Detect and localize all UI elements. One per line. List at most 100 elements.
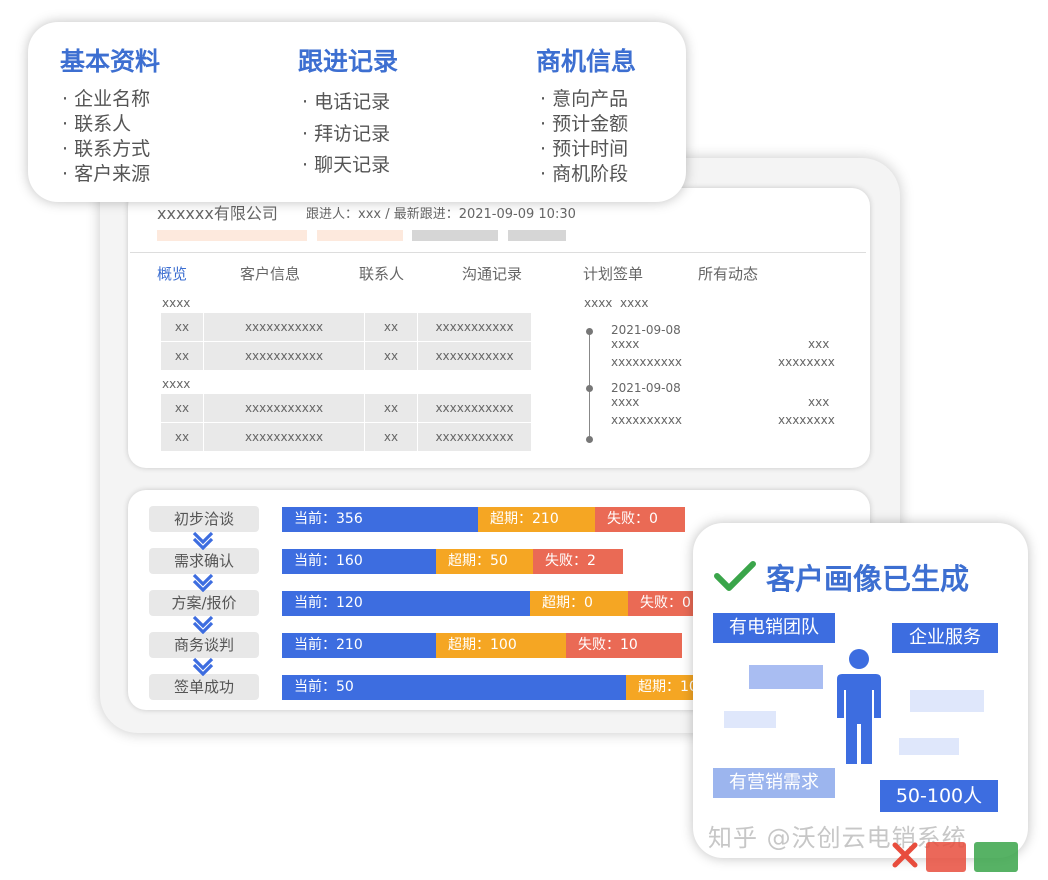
table-cell: xxxxxxxxxxx [417,422,532,452]
info-item-label: 电话记录 [314,91,391,113]
persona-tag-company-size: 50-100人 [880,780,998,812]
info-item-label: 聊天记录 [314,154,391,176]
table-cell: xxxxxxxxxxx [203,422,365,452]
bar-current: 当前：160 [282,549,436,574]
bar-failed: 失败：2 [533,549,623,574]
bar-failed: 失败：0 [595,507,685,532]
table-cell: xxxxxxxxxxx [417,393,532,423]
bar-overdue: 超期：10 [626,675,696,700]
info-heading-followup: 跟进记录 [298,47,399,76]
info-item: · 客户来源 [62,163,151,185]
tab-contacts[interactable]: 联系人 [359,265,405,283]
chevron-down-icon [192,573,214,592]
tab-overview[interactable]: 概览 [157,265,188,283]
stage-label-requirement: 需求确认 [149,548,259,574]
tag-placeholder [508,230,566,241]
placeholder-block [749,665,823,689]
info-item: · 联系方式 [62,138,151,160]
tab-sign-plan[interactable]: 计划签单 [583,265,644,283]
timeline-date: 2021-09-08 [611,381,681,395]
timeline-text: xxxxxxxx [778,413,835,427]
info-item-label: 预计时间 [552,138,629,160]
stage-label-signed: 签单成功 [149,674,259,700]
bar-current: 当前：120 [282,591,530,616]
info-item-label: 客户来源 [74,163,151,185]
tab-communication[interactable]: 沟通记录 [462,265,523,283]
info-item-label: 联系人 [74,113,132,135]
table-cell: xxxxxxxxxxx [417,341,532,371]
table-row: xx xxxxxxxxxxx xx xxxxxxxxxxx [160,341,532,371]
info-item: · 聊天记录 [302,154,391,176]
info-item-label: 意向产品 [552,88,629,110]
stage-label-initial: 初步洽谈 [149,506,259,532]
timeline-text: xxx [808,395,830,409]
table-cell: xxxxxxxxxxx [203,341,365,371]
bar-overdue: 超期：0 [530,591,628,616]
info-heading-opportunity: 商机信息 [536,47,637,76]
table-cell: xx [364,312,418,342]
chevron-down-icon [192,615,214,634]
logo-mark [892,842,918,868]
info-categories-card [28,22,686,202]
bar-overdue: 超期：210 [478,507,595,532]
section-label: xxxx [162,377,191,391]
table-row: xx xxxxxxxxxxx xx xxxxxxxxxxx [160,422,532,452]
tab-all-activity[interactable]: 所有动态 [698,265,759,283]
timeline-date: 2021-09-08 [611,323,681,337]
timeline-dot [586,385,593,392]
table-cell: xx [160,341,204,371]
table-row: xx xxxxxxxxxxx xx xxxxxxxxxxx [160,312,532,342]
info-item: · 拜访记录 [302,123,391,145]
bar-overdue: 超期：100 [436,633,566,658]
timeline-text: xxxxxxxx [778,355,835,369]
info-item: · 企业名称 [62,88,151,110]
timeline-dot [586,328,593,335]
tag-placeholder [317,230,403,241]
person-icon [837,649,881,764]
placeholder-block [724,711,776,728]
stage-label-quote: 方案/报价 [149,590,259,616]
info-item-label: 商机阶段 [552,163,629,185]
table-cell: xx [364,393,418,423]
tag-placeholder [412,230,498,241]
info-item: · 联系人 [62,113,132,135]
info-item: · 意向产品 [540,88,629,110]
placeholder-block [910,690,984,712]
info-item-label: 企业名称 [74,88,151,110]
checkmark-icon [714,561,756,591]
info-item: · 预计时间 [540,138,629,160]
watermark-text: 知乎 @沃创云电销系统 [708,824,967,852]
info-item-label: 拜访记录 [314,123,391,145]
bar-current: 当前：210 [282,633,436,658]
divider [130,252,866,253]
timeline-text: xxxx [611,395,640,409]
info-table: xx xxxxxxxxxxx xx xxxxxxxxxxx xx xxxxxxx… [160,312,532,371]
info-item: · 商机阶段 [540,163,629,185]
persona-tag-marketing-need: 有营销需求 [713,768,835,798]
table-cell: xx [364,422,418,452]
company-name: xxxxxx有限公司 [157,204,278,223]
timeline-text: xxx [808,337,830,351]
bar-overdue: 超期：50 [436,549,533,574]
timeline-text: xxxxxxxxxx [611,413,683,427]
persona-tag-industry: 企业服务 [892,623,998,653]
table-cell: xx [160,422,204,452]
bar-current: 当前：356 [282,507,478,532]
info-item: · 电话记录 [302,91,391,113]
follow-info: 跟进人：xxx / 最新跟进：2021-09-09 10:30 [306,207,576,222]
tag-placeholder [157,230,307,241]
persona-title: 客户画像已生成 [766,562,970,596]
tab-customer-info[interactable]: 客户信息 [240,265,301,283]
table-cell: xx [160,312,204,342]
bar-current: 当前：50 [282,675,626,700]
bar-failed: 失败：10 [566,633,682,658]
table-cell: xxxxxxxxxxx [203,393,365,423]
section-label: xxxx [162,296,191,310]
chevron-down-icon [192,531,214,550]
info-item-label: 预计金额 [552,113,629,135]
timeline-text: xxxxxxxxxx [611,355,683,369]
bar-failed: 失败：0 [628,591,694,616]
logo-glyphs [926,842,1018,872]
timeline-dot [586,436,593,443]
persona-tag-sales-team: 有电销团队 [713,613,835,643]
